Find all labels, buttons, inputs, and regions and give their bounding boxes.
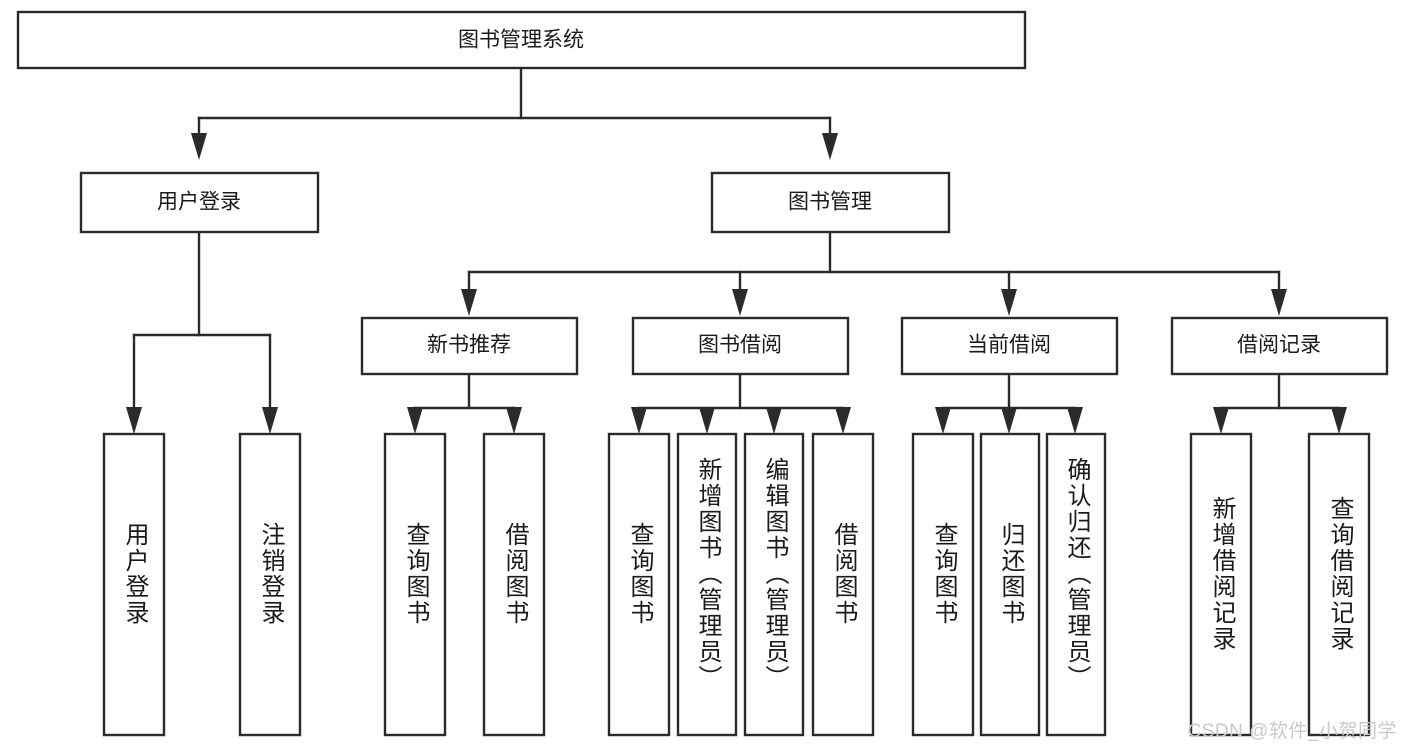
node-current-borrow[interactable]: 当前借阅 xyxy=(900,316,1119,376)
arrow-newbook-leaf-2 xyxy=(506,407,522,434)
leaf-user-login-1[interactable] xyxy=(102,432,166,737)
node-book-management-box[interactable] xyxy=(710,171,951,234)
arrow-current-leaf-2 xyxy=(1001,407,1017,434)
node-user-login-label: 用户登录 xyxy=(157,191,241,214)
connector-group-borrow xyxy=(631,372,851,434)
arrow-to-userlogin xyxy=(191,133,207,160)
arrow-borrow-leaf-3 xyxy=(766,407,782,434)
leaf-record-2-box[interactable] xyxy=(1307,432,1371,737)
leaf-borrow-3[interactable] xyxy=(743,432,805,737)
leaf-new-book-1[interactable] xyxy=(383,432,447,737)
arrow-bookmgmt-child-3 xyxy=(1001,289,1017,316)
node-root-label: 图书管理系统 xyxy=(458,29,584,52)
node-user-login[interactable]: 用户登录 xyxy=(79,171,320,234)
leaf-borrow-1-box[interactable] xyxy=(607,432,671,737)
node-book-management-label: 图书管理 xyxy=(788,191,872,214)
leaf-new-book-1-box[interactable] xyxy=(383,432,447,737)
leaf-new-book-2[interactable] xyxy=(482,432,546,737)
arrow-to-bookmgmt xyxy=(822,133,838,160)
arrow-borrow-leaf-2 xyxy=(699,407,715,434)
node-root[interactable]: 图书管理系统 xyxy=(16,10,1027,70)
leaf-borrow-2[interactable] xyxy=(676,432,738,737)
connector-group-root xyxy=(191,66,838,160)
leaf-borrow-3-box[interactable] xyxy=(743,432,805,737)
leaf-user-login-2-box[interactable] xyxy=(238,432,302,737)
node-book-borrow-box[interactable] xyxy=(631,316,850,376)
leaf-record-1-box[interactable] xyxy=(1189,432,1253,737)
leaf-current-1-box[interactable] xyxy=(911,432,975,737)
node-borrow-record-box[interactable] xyxy=(1170,316,1389,376)
node-current-borrow-label: 当前借阅 xyxy=(967,334,1051,357)
connector-group-current xyxy=(935,372,1083,434)
node-book-management[interactable]: 图书管理 xyxy=(710,171,951,234)
arrow-borrow-leaf-4 xyxy=(835,407,851,434)
arrow-record-leaf-2 xyxy=(1331,407,1347,434)
arrow-current-leaf-1 xyxy=(935,407,951,434)
arrow-record-leaf-1 xyxy=(1213,407,1229,434)
arrow-newbook-leaf-1 xyxy=(407,407,423,434)
connector-group-record xyxy=(1213,372,1347,434)
leaf-current-2[interactable] xyxy=(979,432,1041,737)
connector-group-newbook xyxy=(407,372,522,434)
leaf-record-1[interactable] xyxy=(1189,432,1253,737)
node-book-borrow[interactable]: 图书借阅 xyxy=(631,316,850,376)
leaf-user-login-1-box[interactable] xyxy=(102,432,166,737)
arrow-userlogin-leaf-1 xyxy=(126,407,142,434)
leaf-borrow-2-box[interactable] xyxy=(676,432,738,737)
node-book-borrow-label: 图书借阅 xyxy=(698,334,782,357)
leaf-current-1[interactable] xyxy=(911,432,975,737)
connector-group-userlogin xyxy=(126,230,278,434)
leaf-user-login-2[interactable] xyxy=(238,432,302,737)
arrow-bookmgmt-child-2 xyxy=(732,289,748,316)
arrow-current-leaf-3 xyxy=(1067,407,1083,434)
node-new-book-recommend-box[interactable] xyxy=(360,316,579,376)
node-borrow-record[interactable]: 借阅记录 xyxy=(1170,316,1389,376)
node-borrow-record-label: 借阅记录 xyxy=(1237,334,1321,357)
arrow-borrow-leaf-1 xyxy=(631,407,647,434)
node-root-box[interactable] xyxy=(16,10,1027,70)
leaf-current-3-box[interactable] xyxy=(1045,432,1107,737)
leaf-borrow-1[interactable] xyxy=(607,432,671,737)
leaf-record-2[interactable] xyxy=(1307,432,1371,737)
leaf-current-2-box[interactable] xyxy=(979,432,1041,737)
node-new-book-recommend-label: 新书推荐 xyxy=(427,334,511,357)
leaf-borrow-4[interactable] xyxy=(811,432,875,737)
arrow-bookmgmt-child-1 xyxy=(461,289,477,316)
arrow-userlogin-leaf-2 xyxy=(262,407,278,434)
leaf-new-book-2-box[interactable] xyxy=(482,432,546,737)
leaf-borrow-4-box[interactable] xyxy=(811,432,875,737)
arrow-bookmgmt-child-4 xyxy=(1271,289,1287,316)
node-new-book-recommend[interactable]: 新书推荐 xyxy=(360,316,579,376)
node-user-login-box[interactable] xyxy=(79,171,320,234)
connector-group-bookmgmt xyxy=(461,230,1287,316)
node-current-borrow-box[interactable] xyxy=(900,316,1119,376)
leaf-current-3[interactable] xyxy=(1045,432,1107,737)
